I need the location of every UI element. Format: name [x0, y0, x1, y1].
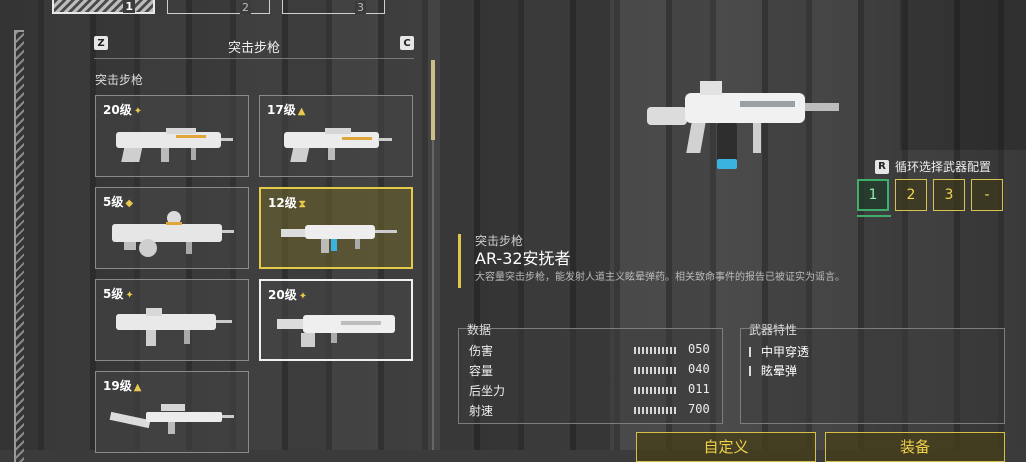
weapon-card[interactable]: 20级✦	[95, 95, 249, 177]
weapon-info: 突击步枪 AR-32安抚者 大容量突击步枪，能发射人道主义眩晕弹药。相关致命事件…	[458, 234, 845, 288]
star-icon: ✦	[125, 290, 134, 301]
stat-row: 容量 040	[469, 362, 710, 380]
weapon-thumbnail	[284, 128, 392, 162]
config-key[interactable]: R	[875, 159, 889, 174]
slot-tab-1[interactable]: 1	[52, 0, 155, 14]
weapon-card-equipped[interactable]: 20级✦	[259, 279, 413, 361]
stat-bar	[634, 367, 678, 374]
config-button-1[interactable]: 1	[857, 179, 889, 211]
diamond-icon: ◆	[125, 198, 134, 209]
slot-tab-3[interactable]: 3	[282, 0, 385, 14]
stat-bar	[634, 347, 678, 354]
weapon-level: 17级▲	[267, 103, 306, 117]
trait-item: 眩晕弹	[749, 362, 797, 379]
weapon-thumbnail	[109, 404, 234, 434]
weapon-card-selected[interactable]: 12级⧗	[259, 187, 413, 269]
weapon-preview-image	[647, 81, 839, 169]
config-active-indicator	[857, 215, 891, 217]
stat-bar	[634, 407, 678, 414]
background-shade	[440, 0, 610, 450]
stat-value: 040	[688, 362, 710, 376]
stat-row: 后坐力 011	[469, 382, 710, 400]
trait-item: 中甲穿透	[749, 343, 809, 360]
stat-label: 伤害	[469, 344, 494, 358]
equip-button[interactable]: 装备	[825, 432, 1005, 462]
trait-marker	[749, 346, 751, 357]
stat-label: 射速	[469, 404, 494, 418]
trait-label: 中甲穿透	[761, 345, 810, 359]
slot-tab-number: 2	[240, 1, 251, 14]
weapon-level: 5级✦	[103, 287, 134, 301]
weapon-card[interactable]: 17级▲	[259, 95, 413, 177]
weapon-thumbnail	[116, 128, 233, 162]
next-category-key[interactable]: C	[400, 36, 414, 50]
chevron-up-icon: ▲	[133, 382, 142, 393]
weapon-description: 大容量突击步枪，能发射人道主义眩晕弹药。相关致命事件的报告已被证实为谣言。	[475, 272, 845, 283]
config-buttons: 1 2 3 -	[857, 179, 1003, 211]
decorative-rail	[14, 30, 24, 462]
stat-value: 700	[688, 402, 710, 416]
config-button-3[interactable]: 3	[933, 179, 965, 211]
config-button-empty[interactable]: -	[971, 179, 1003, 211]
weapon-list-scrollbar[interactable]	[431, 60, 435, 140]
section-label: 突击步枪	[95, 73, 144, 87]
background-shade	[900, 0, 1026, 150]
stats-title: 数据	[467, 323, 492, 337]
config-button-2[interactable]: 2	[895, 179, 927, 211]
weapon-level: 5级◆	[103, 195, 134, 209]
stat-label: 容量	[469, 364, 494, 378]
traits-title: 武器特性	[749, 323, 798, 337]
weapon-level: 20级✦	[103, 103, 143, 117]
weapon-thumbnail	[277, 315, 395, 347]
weapon-thumbnail	[281, 225, 397, 253]
chevron-up-icon: ▲	[297, 106, 306, 117]
stat-row: 射速 700	[469, 402, 710, 420]
loadout-slot-tabs: 1 2 3	[52, 0, 385, 14]
trait-marker	[749, 365, 751, 376]
prev-category-key[interactable]: Z	[94, 36, 108, 50]
traits-panel: 武器特性 中甲穿透 眩晕弹	[740, 323, 1005, 424]
weapon-list-scroll-track[interactable]	[432, 60, 434, 450]
hourglass-icon: ⧗	[298, 199, 306, 210]
weapon-level: 20级✦	[268, 288, 308, 302]
weapon-card[interactable]: 5级✦	[95, 279, 249, 361]
stat-bar	[634, 387, 678, 394]
slot-tab-number: 3	[355, 1, 366, 14]
customize-button[interactable]: 自定义	[636, 432, 816, 462]
trait-label: 眩晕弹	[761, 364, 798, 378]
weapon-level: 12级⧗	[268, 196, 306, 210]
config-cycle-hint: R 循环选择武器配置	[875, 158, 991, 175]
stats-panel: 数据 伤害 050 容量 040 后坐力 011 射速 700	[458, 323, 723, 424]
stat-row: 伤害 050	[469, 342, 710, 360]
stat-value: 011	[688, 382, 710, 396]
weapon-level: 19级▲	[103, 379, 142, 393]
stat-value: 050	[688, 342, 710, 356]
slot-tab-2[interactable]: 2	[167, 0, 270, 14]
stat-label: 后坐力	[469, 384, 506, 398]
weapon-category: 突击步枪	[475, 234, 524, 248]
category-title: 突击步枪	[227, 41, 280, 56]
weapon-card[interactable]: 5级◆	[95, 187, 249, 269]
slot-tab-number: 1	[123, 0, 135, 13]
weapon-name: AR-32安抚者	[475, 249, 571, 268]
star-icon: ✦	[133, 106, 143, 117]
weapon-thumbnail	[112, 211, 234, 257]
config-label: 循环选择武器配置	[895, 160, 992, 174]
weapon-card[interactable]: 19级▲	[95, 371, 249, 453]
category-header: Z 突击步枪 C	[94, 36, 414, 59]
star-icon: ✦	[298, 291, 308, 302]
weapon-thumbnail	[116, 308, 232, 346]
